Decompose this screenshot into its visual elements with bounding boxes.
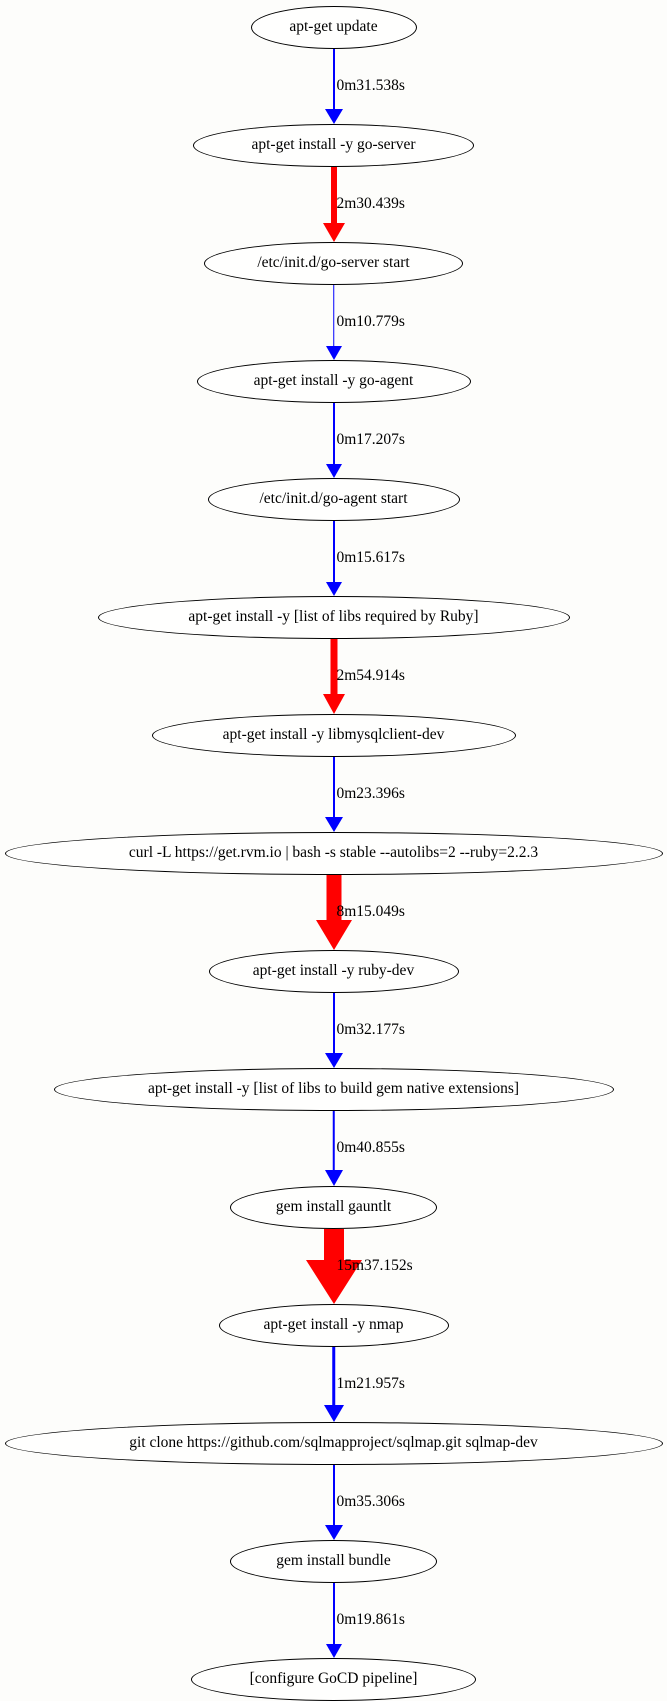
- edge-duration-label: 0m19.861s: [336, 1610, 405, 1628]
- graph-node: apt-get install -y [list of libs require…: [97, 596, 570, 639]
- arrowhead-icon: [324, 109, 343, 124]
- edge-duration-label: 15m37.152s: [336, 1256, 413, 1274]
- node-command-label: gem install bundle: [276, 1552, 391, 1570]
- edge-duration-label: 0m23.396s: [336, 784, 405, 802]
- node-command-label: gem install gauntlt: [275, 1198, 392, 1216]
- graph-edge: 0m23.396s: [0, 757, 667, 832]
- graph-node: git clone https://github.com/sqlmapproje…: [4, 1422, 663, 1465]
- edge-line: [326, 875, 341, 922]
- arrowhead-icon: [325, 582, 342, 596]
- arrowhead-icon: [324, 1053, 343, 1068]
- arrowhead-icon: [325, 346, 342, 360]
- graph-edge: 0m31.538s: [0, 49, 667, 124]
- edge-duration-label: 0m32.177s: [336, 1020, 405, 1038]
- graph-edge: 2m54.914s: [0, 639, 667, 714]
- graph-node: [configure GoCD pipeline]: [191, 1658, 476, 1701]
- edge-duration-label: 0m15.617s: [336, 548, 405, 566]
- graph-node: apt-get install -y [list of libs to buil…: [53, 1068, 614, 1111]
- graph-edge: 1m21.957s: [0, 1347, 667, 1422]
- edge-duration-label: 2m54.914s: [336, 666, 405, 684]
- edge-duration-label: 0m35.306s: [336, 1492, 405, 1510]
- graph-edge: 0m17.207s: [0, 403, 667, 478]
- edge-duration-label: 1m21.957s: [336, 1374, 405, 1392]
- edge-line: [331, 1347, 336, 1407]
- graph-edge: 2m30.439s: [0, 167, 667, 242]
- edge-line: [332, 49, 335, 111]
- edge-line: [332, 993, 335, 1055]
- graph-node: apt-get install -y ruby-dev: [208, 950, 459, 993]
- edge-line: [330, 639, 337, 696]
- arrowhead-icon: [324, 1525, 343, 1540]
- edge-line: [323, 1229, 344, 1262]
- graph-edge: 0m32.177s: [0, 993, 667, 1068]
- node-command-label: apt-get install -y go-server: [251, 136, 416, 154]
- node-command-label: apt-get install -y [list of libs to buil…: [147, 1080, 520, 1098]
- edge-line: [332, 757, 335, 819]
- node-command-label: curl -L https://get.rvm.io | bash -s sta…: [128, 844, 539, 862]
- arrowhead-icon: [305, 1260, 362, 1304]
- edge-duration-label: 0m31.538s: [336, 76, 405, 94]
- node-command-label: apt-get install -y nmap: [263, 1316, 404, 1334]
- edge-line: [332, 521, 335, 584]
- graph-node: apt-get update: [250, 6, 417, 49]
- edge-line: [332, 285, 335, 348]
- arrowhead-icon: [315, 920, 352, 950]
- graph-node: curl -L https://get.rvm.io | bash -s sta…: [4, 832, 663, 875]
- edge-duration-label: 2m30.439s: [336, 194, 405, 212]
- graph-node: /etc/init.d/go-agent start: [207, 478, 460, 521]
- arrowhead-icon: [323, 1405, 344, 1422]
- graph-node: apt-get install -y libmysqlclient-dev: [151, 714, 516, 757]
- edge-line: [330, 167, 337, 225]
- graph-edge: 0m15.617s: [0, 521, 667, 596]
- node-command-label: apt-get install -y ruby-dev: [252, 962, 415, 980]
- graph-node: gem install bundle: [230, 1540, 437, 1583]
- edge-line: [332, 403, 335, 466]
- node-command-label: apt-get install -y [list of libs require…: [188, 608, 479, 626]
- node-command-label: git clone https://github.com/sqlmapproje…: [129, 1434, 538, 1452]
- graph-node: gem install gauntlt: [230, 1186, 437, 1229]
- edge-line: [332, 1465, 335, 1527]
- graph-node: apt-get install -y nmap: [218, 1304, 449, 1347]
- arrowhead-icon: [324, 1170, 343, 1186]
- arrowhead-icon: [322, 694, 345, 714]
- edge-duration-label: 0m40.855s: [336, 1138, 405, 1156]
- edge-duration-label: 0m10.779s: [336, 312, 405, 330]
- node-command-label: /etc/init.d/go-agent start: [259, 490, 408, 508]
- node-command-label: apt-get update: [289, 18, 378, 36]
- graph-node: /etc/init.d/go-server start: [204, 242, 463, 285]
- node-command-label: apt-get install -y go-agent: [253, 372, 414, 390]
- graph-node: apt-get install -y go-agent: [196, 360, 471, 403]
- graph-edge: 0m10.779s: [0, 285, 667, 360]
- node-command-label: [configure GoCD pipeline]: [249, 1670, 418, 1688]
- edge-line: [332, 1111, 335, 1172]
- arrowhead-icon: [325, 464, 342, 478]
- graph-edge: 0m35.306s: [0, 1465, 667, 1540]
- arrowhead-icon: [322, 223, 345, 242]
- node-command-label: /etc/init.d/go-server start: [257, 254, 410, 272]
- edge-line: [332, 1583, 335, 1646]
- graph-edge: 0m19.861s: [0, 1583, 667, 1658]
- arrowhead-icon: [324, 817, 343, 832]
- graph-node: apt-get install -y go-server: [193, 124, 474, 167]
- graph-edge: 0m40.855s: [0, 1111, 667, 1186]
- graph-edge: 8m15.049s: [0, 875, 667, 950]
- graph-edge: 15m37.152s: [0, 1229, 667, 1304]
- node-command-label: apt-get install -y libmysqlclient-dev: [222, 726, 445, 744]
- arrowhead-icon: [325, 1644, 342, 1658]
- edge-duration-label: 0m17.207s: [336, 430, 405, 448]
- edge-duration-label: 8m15.049s: [336, 902, 405, 920]
